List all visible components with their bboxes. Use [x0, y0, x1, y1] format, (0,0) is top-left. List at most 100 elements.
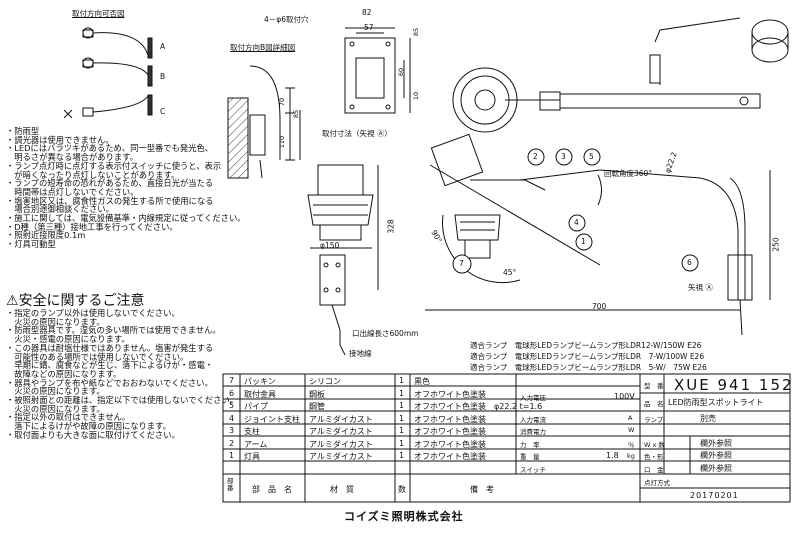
- note-line: ・灯具可動型: [6, 239, 56, 250]
- weight-unit: kg: [627, 452, 635, 460]
- dim-60: 60: [397, 67, 406, 77]
- part-remarks: オフホワイト色塗装: [414, 452, 486, 461]
- safety-line: 早期に錆、腐食などが生じ、落下によるけが・感電・: [6, 360, 214, 371]
- safety-line: 火災の原因になります。: [6, 316, 105, 327]
- note-heading: ・防雨型: [6, 126, 40, 136]
- lamp-line: 適合ランプ 電球形LEDランプビームランプ形LDR 7-W/100W E26: [470, 352, 705, 361]
- date-value: 20170201: [690, 491, 739, 500]
- notes-block: ・防雨型 ・調光器は使用できません。 ・LEDにはバラツキがあるため、同一型番で…: [6, 127, 246, 249]
- metal-value: 欄外参照: [700, 464, 732, 473]
- note-line: ・LEDにはバラツキがあるため、同一型番でも発光色、: [6, 143, 214, 154]
- callout-2: 2: [533, 152, 538, 161]
- part-qty: 1: [399, 389, 405, 398]
- dim-10: 10: [412, 91, 421, 101]
- dim-57: 57: [364, 23, 374, 32]
- safety-line: ・指定以外の取付はできません。: [6, 412, 131, 423]
- input-voltage-value: 100V: [614, 392, 635, 401]
- part-remarks: オフホワイト色塗装 φ22.2 t=1.6: [414, 402, 543, 411]
- part-material: アルミダイカスト: [309, 427, 373, 436]
- safety-line: 火災の原因になります。: [6, 386, 105, 397]
- power-unit: W: [628, 426, 635, 434]
- warning-icon: ⚠: [6, 293, 19, 309]
- model-label: 型 番: [644, 382, 664, 390]
- part-material: 鋼板: [309, 390, 325, 399]
- direction-figure-a: [82, 27, 153, 59]
- part-no: 5: [229, 401, 235, 410]
- note-line: ・D種（第三種）接地工事を行ってください。: [6, 221, 178, 232]
- note-line: ・施工に関しては、電気設備基準・内線規定に従ってください。: [6, 213, 246, 224]
- safety-line: ・指定のランプ以外は使用しないでください。: [6, 308, 180, 318]
- product-value: LED防雨型スポットライト: [668, 398, 764, 407]
- direction-figure-b: [82, 57, 153, 87]
- dim-85: 85: [412, 27, 421, 37]
- note-line: ・塩害地区又は、腐食性ガスの発生する所で使用になる: [6, 195, 214, 206]
- part-material: シリコン: [309, 377, 341, 386]
- note-line: ・調光器は使用できません。: [6, 134, 114, 145]
- safety-line: 落下によるけがや故障の原因になります。: [6, 421, 171, 432]
- safety-line: ・器具やランプを布や紙などでおおわないでください。: [6, 377, 213, 388]
- part-remarks: オフホワイト色塗装: [414, 427, 486, 436]
- outlet-label: 口出線長さ600mm: [352, 329, 419, 338]
- direction-label-a: A: [160, 42, 166, 51]
- dim-328: 328: [386, 219, 396, 234]
- note-line: ・ランプ点灯時に点灯する表示付スイッチに使うと、表示: [6, 160, 222, 171]
- input-current-unit: A: [628, 414, 633, 422]
- company-name: コイズミ照明株式会社: [344, 510, 464, 523]
- part-name: 灯具: [244, 452, 260, 461]
- note-line: ・ランプの短寿命の恐れがあるため、直接日光が当たる: [6, 178, 214, 189]
- safety-line: ・防雨型器具です。湿気の多い場所では使用できません。: [6, 325, 221, 336]
- part-no: 1: [229, 451, 235, 460]
- power-factor-unit: ％: [628, 441, 635, 449]
- lamp-type-label: 点灯方式: [644, 479, 670, 487]
- part-no: 3: [229, 426, 235, 435]
- note-line: 時間帯は点灯しないでください。: [6, 186, 139, 197]
- safety-line: ・この器具は耐塩仕様ではありません。塩害が発生する: [6, 342, 214, 353]
- ground-label: 接地線: [349, 349, 372, 358]
- safety-line: 故障などの原因になります。: [6, 368, 122, 379]
- lamp-line: 適合ランプ 電球形LEDランプビームランプ形LDR 5-W/ 75W E26: [470, 363, 707, 372]
- weight-label: 重 量: [520, 453, 540, 461]
- part-no: 4: [229, 414, 235, 423]
- safety-heading: ⚠安全に関するご注意: [6, 290, 145, 310]
- part-name: パッキン: [244, 377, 276, 386]
- part-name: 支柱: [244, 427, 260, 436]
- switch-label: スイッチ: [520, 466, 546, 474]
- input-voltage-label: 入力電圧: [520, 394, 546, 402]
- rotation-label: 回転角度360°: [604, 169, 653, 178]
- lamp-line: 適合ランプ 電球形LEDランプビームランプ形LDR12-W/150W E26: [470, 341, 702, 350]
- part-name: アーム: [244, 440, 268, 449]
- part-no: 2: [229, 439, 235, 448]
- part-qty: 1: [399, 401, 405, 410]
- dim-70: 70: [278, 97, 287, 107]
- safety-notes-block: ・指定のランプ以外は使用しないでください。 火災の原因になります。 ・防雨型器具…: [6, 309, 238, 440]
- note-line: ・照射近接限度0.1m: [6, 230, 86, 241]
- wxcount-label: W x 数: [644, 441, 665, 449]
- lamp-value: 別売: [700, 414, 716, 423]
- part-remarks: オフホワイト色塗装: [414, 415, 486, 424]
- metal-label: 口 金: [644, 466, 664, 474]
- dim-250: 250: [771, 237, 781, 252]
- weight-value: 1.8: [606, 451, 619, 460]
- safety-line: 火災の原因になります。: [6, 403, 105, 414]
- part-name: パイプ: [244, 402, 268, 411]
- wxcount-value: 欄外参照: [700, 439, 732, 448]
- note-line: 場合別途御相談ください。: [6, 204, 114, 215]
- callout-3: 3: [561, 152, 566, 161]
- header-remarks: 備 考: [470, 485, 494, 494]
- power-factor-label: 力 率: [520, 441, 540, 449]
- callout-6: 6: [687, 258, 692, 267]
- part-qty: 1: [399, 426, 405, 435]
- part-qty: 1: [399, 439, 405, 448]
- input-current-label: 入力電流: [520, 416, 546, 424]
- header-qty: 数: [398, 485, 406, 494]
- dim-phi150: φ150: [320, 241, 340, 250]
- part-qty: 1: [399, 451, 405, 460]
- callout-4: 4: [574, 218, 579, 227]
- dim-82: 82: [362, 8, 372, 17]
- safety-line: ・取付面よりも大きな面に取付けてください。: [6, 429, 180, 440]
- part-qty: 1: [399, 376, 405, 385]
- callout-1: 1: [581, 237, 586, 246]
- product-label: 品 名: [644, 400, 664, 408]
- direction-label-b: B: [160, 72, 166, 81]
